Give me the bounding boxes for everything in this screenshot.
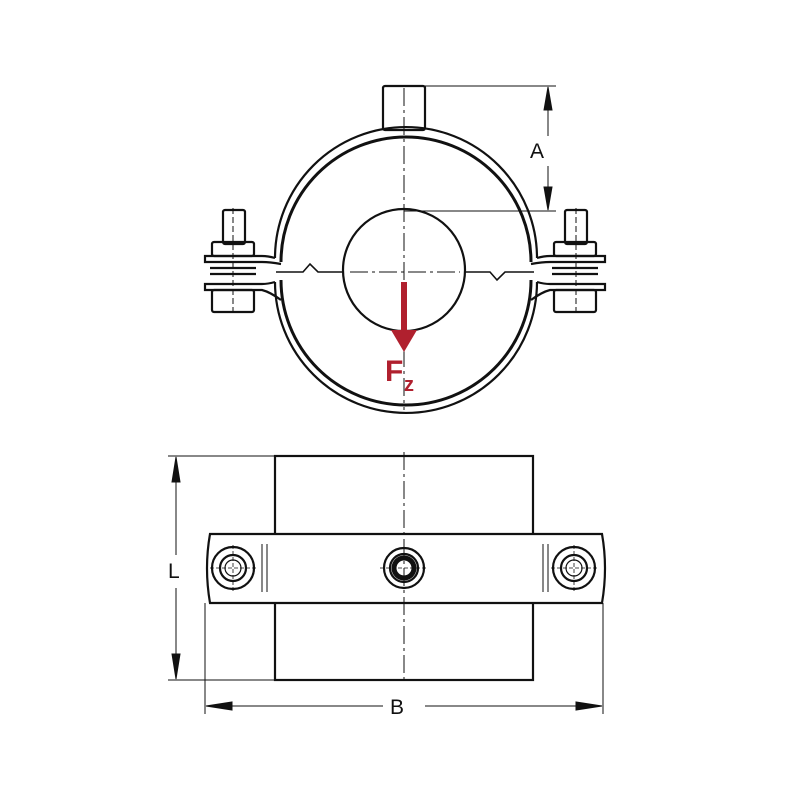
force-label: F	[385, 355, 403, 388]
clamp-lower-half	[273, 281, 539, 415]
right-upper-flange	[530, 254, 607, 266]
right-bolt-head	[542, 544, 597, 592]
left-upper-flange	[203, 254, 282, 266]
dimension-b-label: B	[390, 696, 404, 719]
clamp-upper-half-inner	[279, 135, 533, 263]
dimension-l-label: L	[168, 560, 180, 583]
clamp-lower-half-inner	[279, 279, 533, 407]
right-lower-flange	[530, 280, 607, 301]
left-bolt	[210, 208, 256, 314]
top-view	[203, 84, 607, 415]
clamp-band	[205, 532, 607, 605]
force-arrow	[391, 282, 417, 352]
left-bolt-head	[210, 544, 268, 592]
dimension-a-label: A	[530, 140, 544, 163]
dimension-a	[404, 85, 556, 212]
dimension-l	[168, 455, 275, 681]
side-view	[168, 452, 607, 714]
left-lower-flange	[203, 280, 282, 301]
dimension-b	[204, 603, 604, 714]
split-line	[276, 262, 534, 282]
clamp-upper-half	[273, 125, 539, 259]
right-bolt	[552, 208, 598, 314]
center-bolt-head	[380, 546, 428, 590]
force-label-subscript: z	[404, 374, 414, 396]
